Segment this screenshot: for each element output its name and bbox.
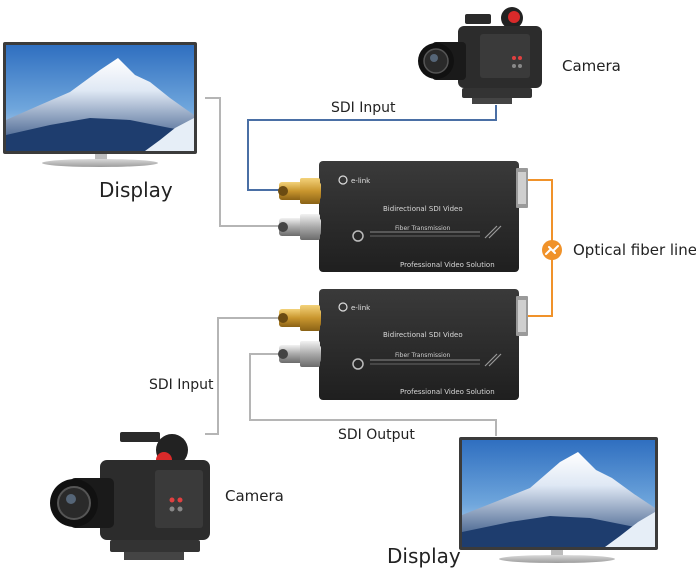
camera-top [418, 7, 542, 104]
device-bottom-title: Bidirectional SDI Video [383, 331, 463, 339]
camera-top-label: Camera [562, 57, 621, 75]
sdi-output-cable [249, 353, 497, 436]
device-bottom-subtitle: Fiber Transmission [395, 352, 451, 359]
optical-fiber-label: Optical fiber line [573, 241, 696, 259]
converter-device-bottom [278, 289, 528, 400]
sdi-input-bottom-label: SDI Input [149, 377, 214, 393]
optical-fiber-icon [542, 240, 562, 260]
camera-bottom-label: Camera [225, 487, 284, 505]
display-cable-top [205, 97, 282, 227]
camera-bottom [50, 432, 210, 560]
device-top-subtitle: Fiber Transmission [395, 225, 451, 232]
device-bottom-brand: e-link [351, 304, 371, 312]
device-bottom-logo: e-link [338, 302, 371, 312]
display-top-label: Display [99, 178, 173, 202]
device-top-footer: Professional Video Solution [400, 261, 495, 269]
display-monitor-top [3, 42, 197, 167]
sdi-input-top-label: SDI Input [331, 100, 396, 116]
device-top-logo: e-link [338, 175, 371, 185]
display-bottom-label: Display [387, 544, 461, 568]
display-monitor-bottom [459, 437, 658, 563]
device-top-title: Bidirectional SDI Video [383, 205, 463, 213]
sdi-input-cable-bottom [205, 317, 282, 435]
sdi-input-cable-top [247, 105, 497, 191]
device-bottom-footer: Professional Video Solution [400, 388, 495, 396]
converter-device-top [278, 161, 528, 272]
sdi-output-label: SDI Output [338, 427, 415, 443]
device-top-brand: e-link [351, 177, 371, 185]
